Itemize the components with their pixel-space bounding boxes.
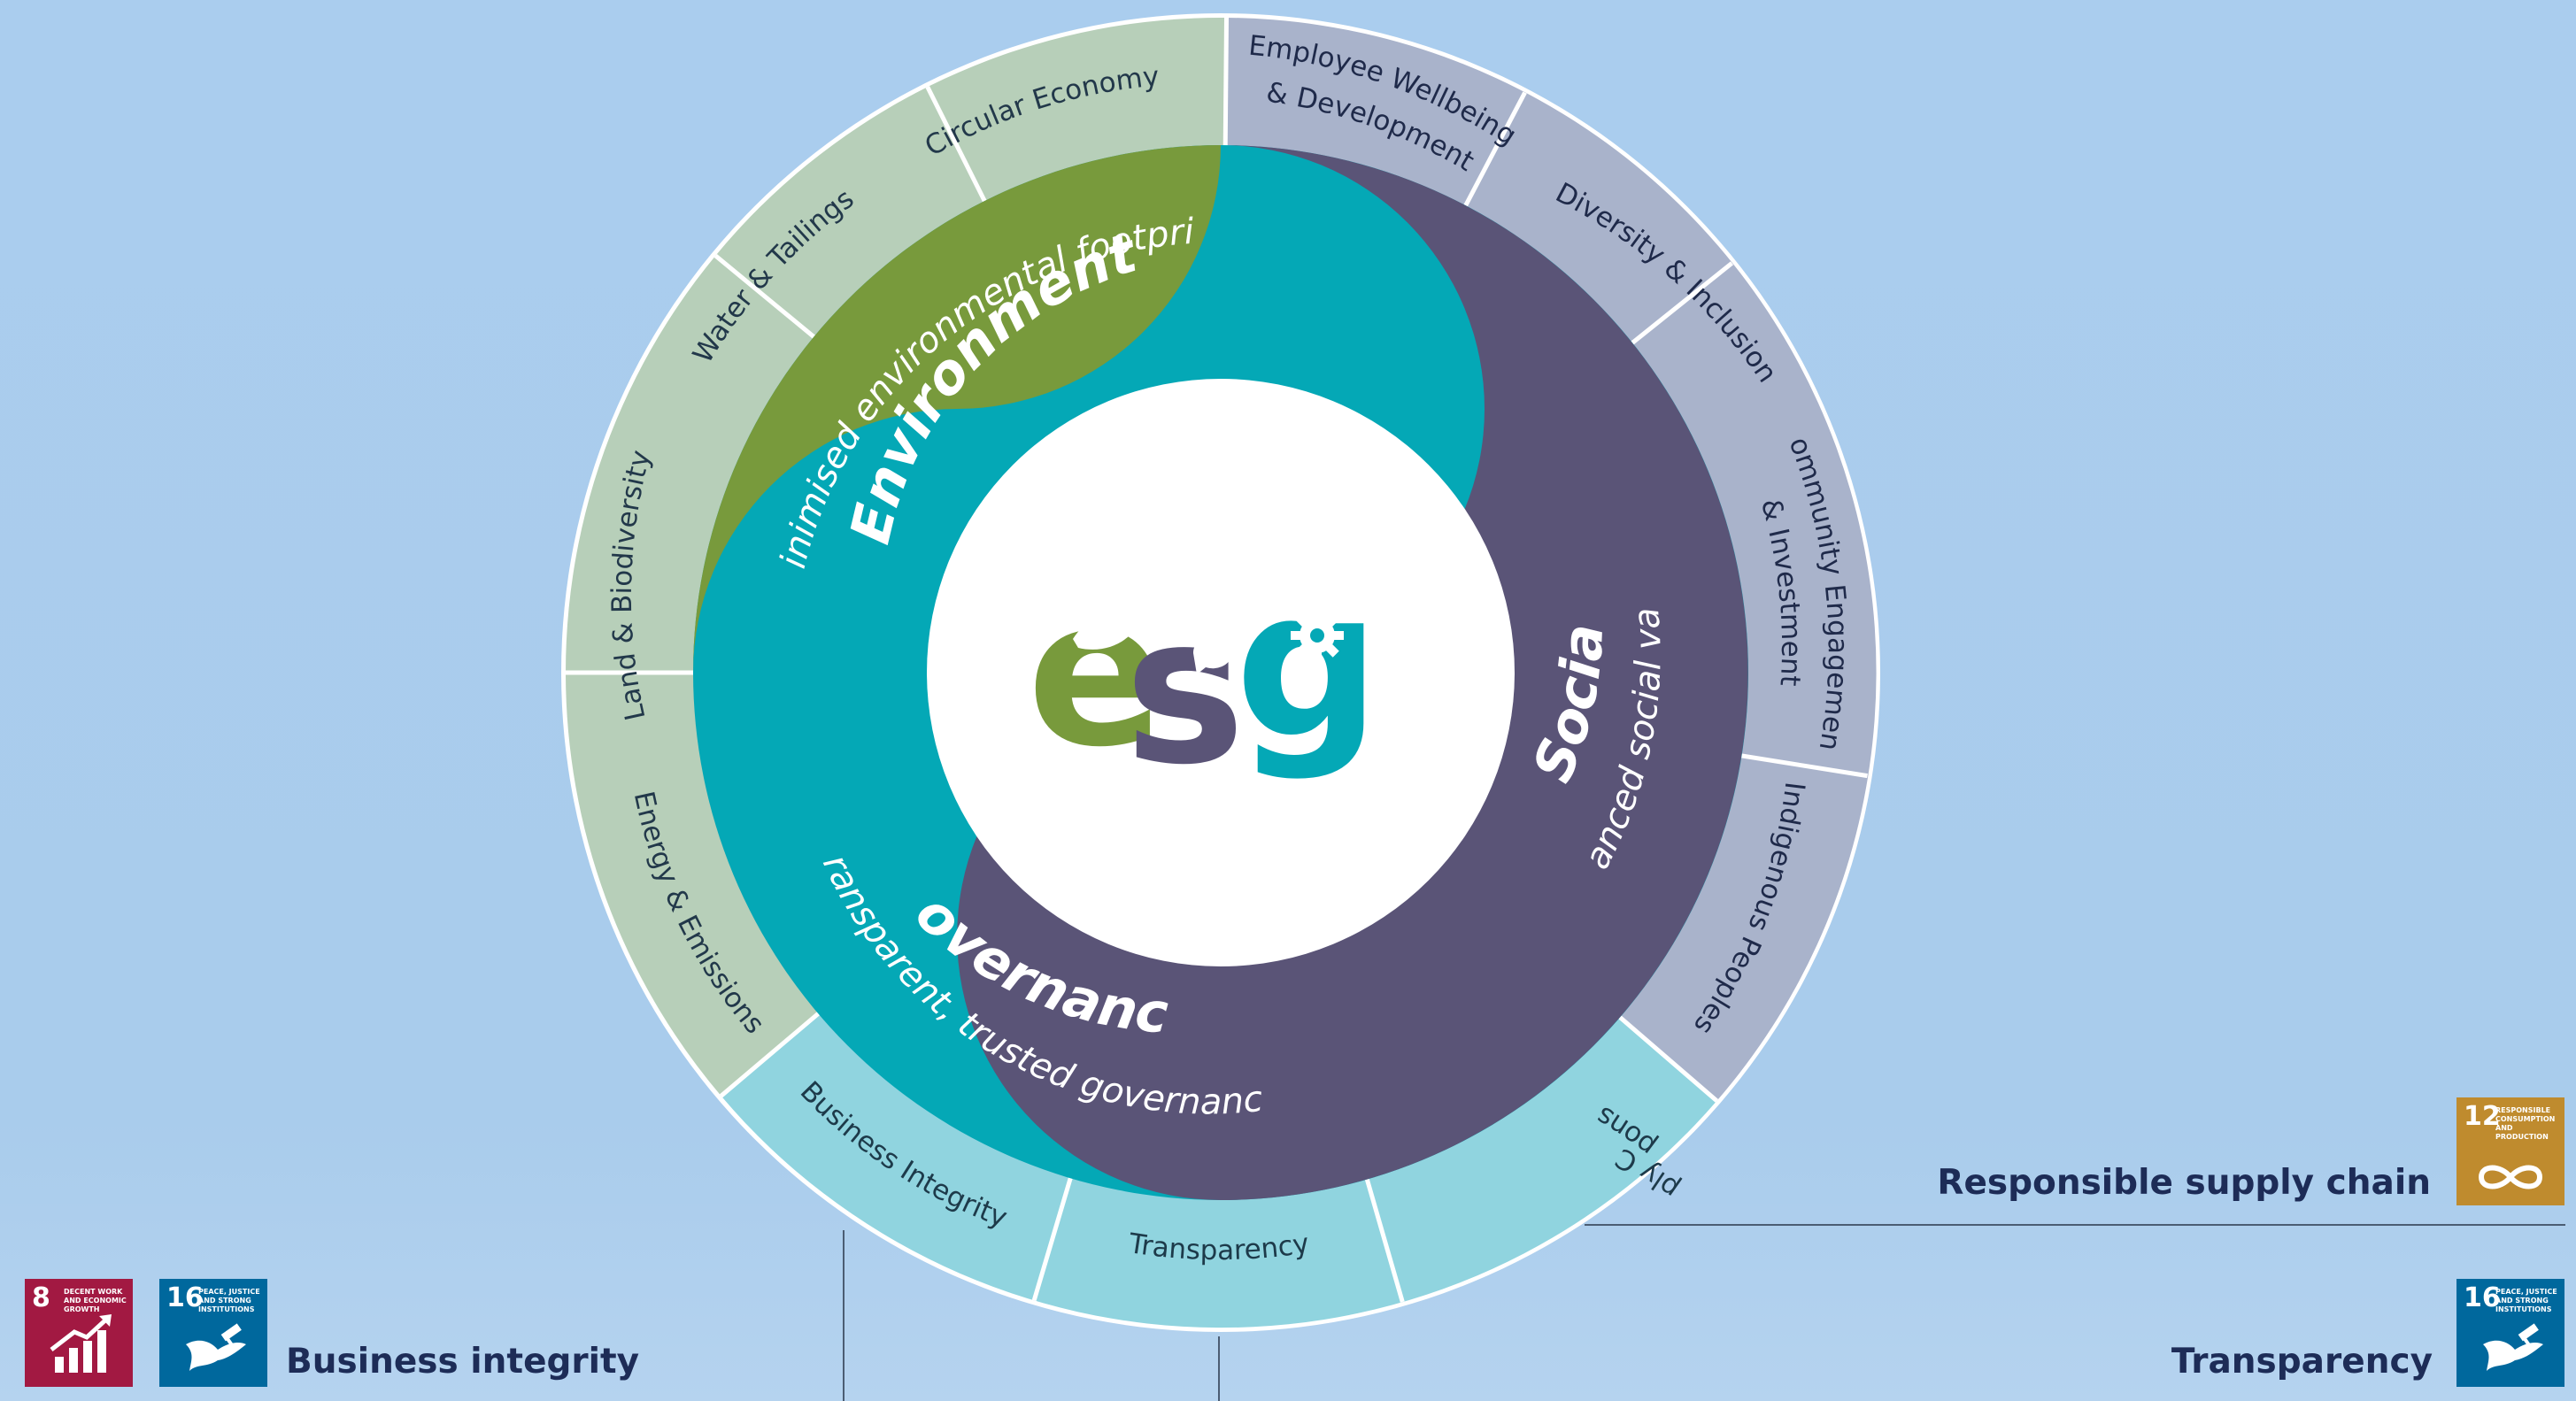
connector-transparency <box>1218 1336 1220 1401</box>
logo-letter-s: s <box>1124 573 1246 810</box>
sdg16-badge-transparency: 16 Peace, justice and strong institution… <box>2456 1279 2564 1387</box>
dove-gavel-icon <box>186 1323 246 1371</box>
center-disc <box>927 379 1515 966</box>
infinity-loop-icon <box>2478 1165 2543 1189</box>
sdg16-badge: 16 Peace, justice and strong institution… <box>159 1279 267 1387</box>
sdg12-badge: 12 Responsible consumption and productio… <box>2456 1097 2564 1205</box>
logo-letter-g: g <box>1235 547 1381 783</box>
callout-business-integrity: Business integrity <box>286 1342 640 1382</box>
connector-business-integrity <box>843 1230 845 1401</box>
connector-responsible-supply-chain <box>1585 1224 2565 1226</box>
speech-bubble-icon <box>1192 636 1232 674</box>
sdg8-badge: 8 Decent work and economic growth <box>25 1279 133 1387</box>
gear-icon <box>1291 609 1344 662</box>
leaf-icon <box>1073 612 1142 650</box>
esg-logo: e s g <box>1027 547 1381 810</box>
esg-swirl <box>693 145 1748 1200</box>
growth-chart-icon <box>50 1314 112 1373</box>
logo-letter-e: e <box>1027 556 1165 792</box>
dove-gavel-icon <box>2483 1323 2543 1371</box>
callout-transparency: Transparency <box>2171 1342 2433 1382</box>
environment-band <box>693 145 1221 673</box>
callout-responsible-supply-chain: Responsible supply chain <box>1937 1163 2431 1203</box>
